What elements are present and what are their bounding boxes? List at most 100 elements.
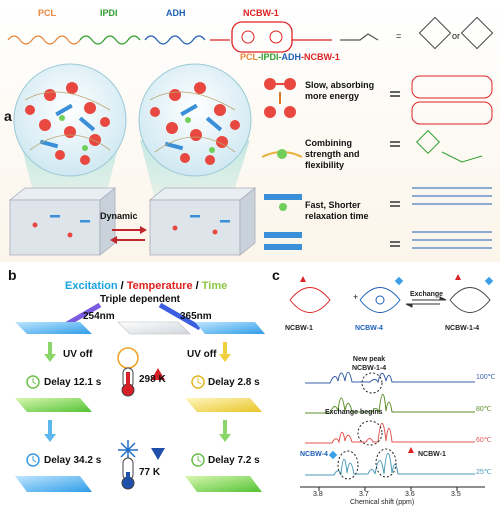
spectrum-80c (305, 393, 475, 414)
clock-icon-right-1 (191, 375, 205, 389)
mech-1-icon (264, 78, 296, 118)
new-peak-line-1: New peak (352, 356, 386, 363)
wavelength-365: 365nm (180, 311, 212, 322)
thermometer-icon-hot (117, 347, 139, 397)
temp-298: 298 K (139, 374, 166, 385)
clock-icon-left-2 (26, 453, 40, 467)
mech-2-icon (262, 149, 303, 159)
pcl-label: PCL (38, 8, 56, 18)
panel-a-letter: a (4, 108, 12, 124)
delay-right-1: Delay 2.8 s (208, 377, 260, 388)
mechanism-1-text: Slow, absorbing more energy (305, 80, 374, 102)
bubble-right (138, 63, 252, 177)
temp-80c: 80℃ (476, 406, 492, 413)
new-peak-annotation: New peak NCBW-1-4 (352, 355, 386, 373)
uv-off-right: UV off (187, 349, 217, 360)
mechanism-3-line-1: Fast, Shorter (305, 200, 361, 210)
ncbw-4-structure (359, 276, 404, 313)
label-ncbw-1-4: NCBW-1-4 (445, 325, 480, 332)
ncbw1-circle (375, 448, 397, 478)
mechanism-3-text: Fast, Shorter relaxation time (305, 200, 369, 222)
delay-right-2: Delay 7.2 s (208, 455, 260, 466)
equals-signs (390, 91, 400, 247)
title-time: Time (201, 280, 228, 292)
equals-sign: = (396, 31, 402, 41)
wavelength-254: 254nm (83, 311, 115, 322)
title-excitation: Excitation (65, 280, 118, 292)
temp-60c: 60℃ (476, 437, 492, 444)
ncbw4-marker (328, 450, 338, 460)
cyclohexane-2 (460, 16, 494, 50)
ncbw4-circle (337, 450, 359, 480)
clock-icon-right-2 (191, 453, 205, 467)
afterglow-diagram (15, 302, 265, 492)
adh-chain (144, 35, 206, 45)
x-tick-3-6: 3.6 (405, 491, 415, 498)
panel-c-letter: c (272, 267, 280, 283)
ncbw-box (231, 21, 293, 53)
exchange-begins-annotation: Exchange begins (325, 409, 383, 416)
title-temperature: Temperature (126, 280, 193, 292)
polymer-structure (7, 16, 494, 53)
composite-adh: ADH (281, 52, 302, 62)
cube-left (8, 187, 117, 256)
x-ticks (318, 487, 458, 491)
composite-ipdi: -IPDI- (258, 52, 282, 62)
composite-ncbw: -NCBW-1 (301, 52, 340, 62)
slab-right-top (195, 322, 265, 334)
panel-b-subtitle: Triple dependent (100, 294, 181, 305)
dynamic-label: Dynamic (100, 211, 138, 221)
composite-pcl: PCL (240, 52, 258, 62)
bubble-left (13, 63, 127, 177)
x-tick-3-8: 3.8 (313, 491, 323, 498)
structure-3 (412, 187, 492, 249)
or-text: or (452, 31, 461, 41)
label-ncbw-4: NCBW-4 (355, 325, 383, 332)
new-peak-line-2: NCBW-1-4 (352, 365, 387, 372)
temp-25c: 25℃ (476, 469, 492, 476)
ncbw4-annotation: NCBW-4 (300, 451, 328, 458)
title-sep-1: / (117, 280, 127, 292)
cube-right (148, 187, 257, 256)
delay-left-1: Delay 12.1 s (44, 377, 102, 388)
beam-365 (158, 302, 202, 331)
mechanism-1-line-2: more energy (305, 91, 360, 101)
slab-left-top (15, 322, 92, 334)
ncbw-ring-left (241, 30, 255, 44)
slab-left-bottom (15, 476, 92, 492)
slab-right-mid (185, 398, 262, 412)
panel-b-letter: b (8, 267, 17, 283)
plus-sign: + (353, 292, 359, 302)
thermometer-icon-cold (118, 440, 138, 490)
network-illustration (8, 63, 257, 256)
temp-77: 77 K (139, 467, 161, 478)
mechanism-diagrams (262, 75, 493, 250)
delay-left-2: Delay 34.2 s (44, 455, 102, 466)
r-group (340, 33, 379, 41)
title-sep-2: / (192, 280, 202, 292)
pcl-chain (7, 35, 81, 45)
composite-label: PCL-IPDI-ADH-NCBW-1 (240, 52, 340, 62)
ipdi-label: IPDI (100, 8, 118, 18)
cyclohexane-1 (418, 16, 452, 50)
uv-off-left: UV off (63, 349, 93, 360)
ncbw-1-structure (289, 276, 331, 313)
mech-3-icon (264, 194, 302, 250)
ncbw1-marker (408, 447, 414, 453)
bubble-left-content (24, 82, 111, 165)
mechanism-3-line-2: relaxation time (305, 211, 369, 221)
dynamic-arrows (110, 226, 147, 244)
mechanism-1-line-1: Slow, absorbing (305, 80, 375, 90)
exchange-arrow (405, 296, 447, 308)
exchange-label: Exchange (410, 291, 444, 298)
nmr-spectra (300, 371, 485, 491)
mechanism-2-line-1: Combining (305, 138, 352, 148)
adh-label: ADH (166, 8, 186, 18)
exchange-scheme (289, 274, 494, 313)
label-ncbw-1: NCBW-1 (285, 325, 313, 332)
slab-right-bottom (185, 476, 262, 492)
mechanism-2-text: Combining strength and flexibility (305, 138, 360, 171)
x-tick-3-7: 3.7 (359, 491, 369, 498)
spectrum-100c (305, 371, 475, 384)
exchange-circle (357, 420, 383, 446)
